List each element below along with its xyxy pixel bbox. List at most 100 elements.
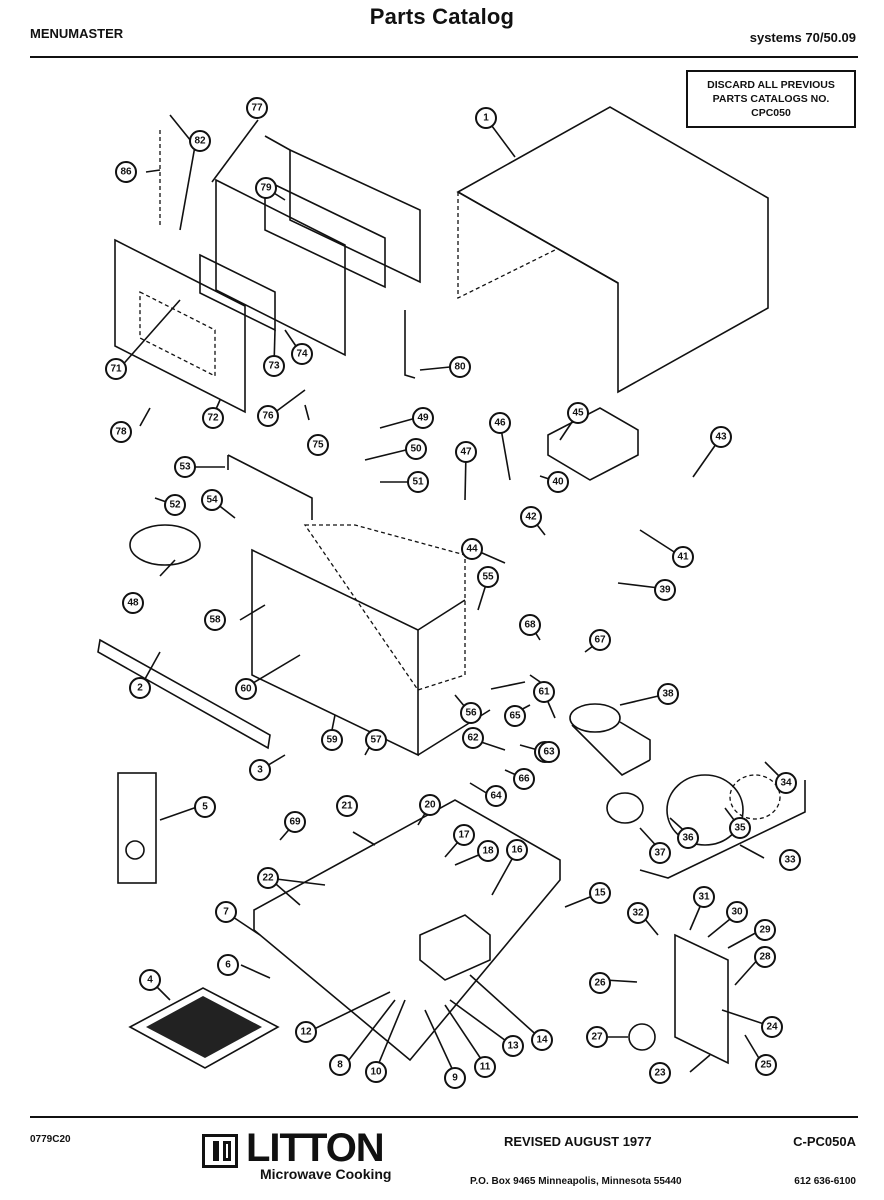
callout-circle	[755, 1054, 777, 1076]
part-light-panel	[674, 933, 729, 1065]
callout-label: 23	[654, 1068, 666, 1079]
callout-circle	[761, 1016, 783, 1038]
part-lamp	[628, 1023, 656, 1051]
callout-22: 22	[257, 867, 279, 889]
callout-label: 2	[137, 683, 143, 694]
callout-label: 27	[591, 1032, 603, 1043]
callout-circle	[654, 579, 676, 601]
callout-circle	[485, 785, 507, 807]
revision-date: REVISED AUGUST 1977	[504, 1134, 652, 1149]
callout-label: 3	[257, 765, 263, 776]
callout-label: 20	[424, 800, 436, 811]
callout-42: 42	[520, 506, 542, 528]
callout-label: 47	[460, 447, 472, 458]
callout-label: 49	[417, 413, 429, 424]
callout-circle	[115, 161, 137, 183]
callout-label: 51	[412, 477, 424, 488]
header-divider	[30, 56, 858, 58]
callout-label: 73	[268, 361, 280, 372]
callout-33: 33	[779, 849, 801, 871]
callout-label: 45	[572, 408, 584, 419]
callout-45: 45	[567, 402, 589, 424]
callout-label: 43	[715, 432, 727, 443]
callout-56: 56	[460, 702, 482, 724]
callout-circle	[506, 839, 528, 861]
callout-label: 72	[207, 413, 219, 424]
callout-circle	[672, 546, 694, 568]
callout-label: 1	[483, 113, 489, 124]
callout-label: 54	[206, 495, 218, 506]
part-stirrer	[129, 524, 201, 566]
callout-label: 41	[677, 552, 689, 563]
part-transformer	[419, 914, 491, 981]
part-fan-motor	[729, 774, 781, 820]
callout-circle	[201, 489, 223, 511]
callout-circle	[295, 1021, 317, 1043]
callout-48: 48	[122, 592, 144, 614]
callout-label: 24	[766, 1022, 778, 1033]
callout-40: 40	[547, 471, 569, 493]
callout-47: 47	[455, 441, 477, 463]
callout-46: 46	[489, 412, 511, 434]
callout-86: 86	[115, 161, 137, 183]
callout-circle	[249, 759, 271, 781]
callout-circle	[202, 407, 224, 429]
callout-75: 75	[307, 434, 329, 456]
callout-27: 27	[586, 1026, 608, 1048]
callout-label: 22	[262, 873, 274, 884]
callout-58: 58	[204, 609, 226, 631]
callout-circle	[461, 538, 483, 560]
callout-circle	[589, 972, 611, 994]
callout-15: 15	[589, 882, 611, 904]
callout-label: 16	[511, 845, 523, 856]
callout-53: 53	[174, 456, 196, 478]
callout-circle	[586, 1026, 608, 1048]
callout-circle	[627, 902, 649, 924]
callout-label: 86	[120, 167, 132, 178]
callout-80: 80	[449, 356, 471, 378]
callout-38: 38	[657, 683, 679, 705]
callout-circle	[531, 1029, 553, 1051]
notice-line: PARTS CATALOGS NO.	[712, 93, 830, 105]
callout-label: 52	[169, 500, 181, 511]
callout-circle	[779, 849, 801, 871]
callout-circle	[519, 614, 541, 636]
callout-label: 35	[734, 823, 746, 834]
callout-label: 28	[759, 952, 771, 963]
callout-13: 13	[502, 1035, 524, 1057]
callout-label: 63	[543, 747, 555, 758]
brand-name: MENUMASTER	[30, 26, 124, 41]
callout-14: 14	[531, 1029, 553, 1051]
callout-71: 71	[105, 358, 127, 380]
callout-circle	[215, 901, 237, 923]
callout-label: 9	[452, 1073, 458, 1084]
callout-circle	[444, 1067, 466, 1089]
callout-circle	[284, 811, 306, 833]
footer-divider	[30, 1116, 858, 1118]
callout-circle	[246, 97, 268, 119]
callout-29: 29	[754, 919, 776, 941]
callout-1: 1	[475, 107, 497, 129]
callout-label: 71	[110, 364, 122, 375]
part-door-choke	[199, 253, 276, 332]
callout-circle	[533, 681, 555, 703]
callout-57: 57	[365, 729, 387, 751]
callout-label: 42	[525, 512, 537, 523]
callout-label: 56	[465, 708, 477, 719]
logo-wordmark: LITTON	[246, 1126, 385, 1170]
callout-circle	[412, 407, 434, 429]
callout-label: 66	[518, 774, 530, 785]
callout-79: 79	[255, 177, 277, 199]
callout-44: 44	[461, 538, 483, 560]
callout-circle	[204, 609, 226, 631]
callout-circle	[105, 358, 127, 380]
leader-lines	[118, 114, 786, 1076]
callout-label: 32	[632, 908, 644, 919]
callout-circle	[255, 177, 277, 199]
callout-label: 14	[536, 1035, 548, 1046]
callout-circle	[189, 130, 211, 152]
discard-notice-box: DISCARD ALL PREVIOUS PARTS CATALOGS NO. …	[686, 70, 856, 128]
callout-label: 76	[262, 411, 274, 422]
callout-10: 10	[365, 1061, 387, 1083]
callout-label: 30	[731, 907, 743, 918]
